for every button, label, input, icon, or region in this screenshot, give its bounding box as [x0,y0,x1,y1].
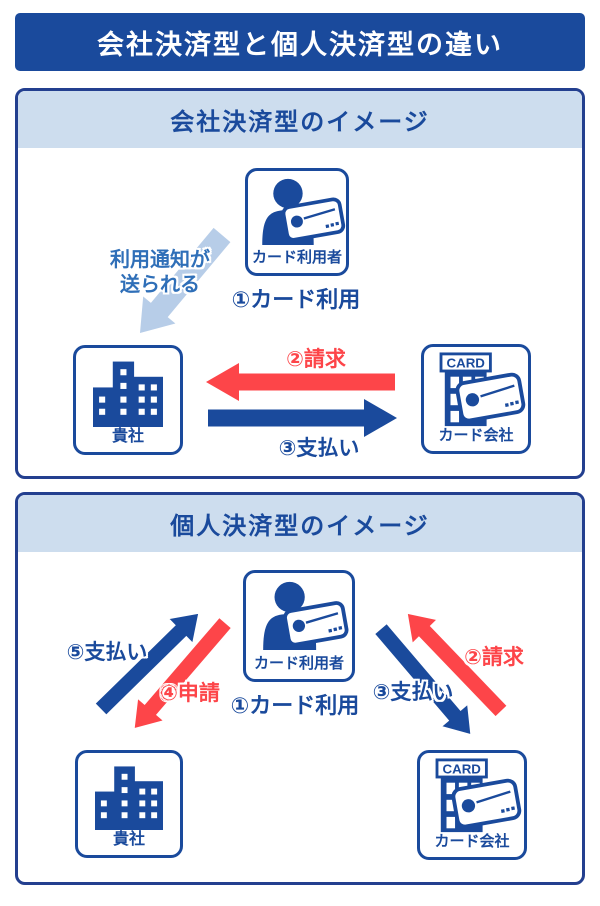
company-building-icon [95,766,163,830]
company-box: 貴社 [73,345,183,455]
card-company-icon: CARD [439,352,526,427]
card-user-icon [263,581,349,650]
apply-arrow [131,613,235,733]
corporate-panel-header: 会社決済型のイメージ [18,91,582,148]
billing-to-user-arrow [404,610,511,721]
personal-panel-header: 個人決済型のイメージ [18,495,582,552]
notify-arrow [140,227,231,333]
card-company-label: カード会社 [438,427,514,444]
corporate-payment-panel: 会社決済型のイメージ カード利用者 ①カード利用 [15,88,585,479]
step-apply: ④申請 [160,682,220,705]
step-billing: ②請求 [286,348,346,371]
company-box: 貴社 [75,750,183,858]
billing-arrow [206,363,395,401]
card-company-box: CARD カード会社 [417,750,527,860]
company-building-icon [93,361,163,427]
card-sign-text: CARD [446,356,485,371]
payment-to-user-arrow [91,610,202,719]
card-company-label: カード会社 [434,833,510,850]
step-billing: ②請求 [464,646,524,669]
card-user-box: カード利用者 [243,570,355,682]
notify-label: 利用通知が 送られる [110,249,210,296]
company-label: 貴社 [112,831,145,848]
card-sign-text: CARD [442,762,481,777]
company-label: 貴社 [111,428,144,445]
step-payment: ③支払い [278,437,360,460]
personal-payment-panel: 個人決済型のイメージ カード利用者 [15,492,585,885]
card-company-box: CARD カード会社 [421,344,531,454]
payment-to-cardco-arrow [371,620,474,739]
page-title: 会社決済型と個人決済型の違い [15,13,585,71]
step-payment-user: ③支払い [372,681,454,704]
step-payment-company: ⑤支払い [66,641,148,664]
card-user-box: カード利用者 [245,168,349,276]
card-user-label: カード利用者 [251,249,342,266]
personal-flow-arrows [91,610,511,739]
step-card-use: ①カード利用 [231,287,361,312]
payment-arrow [208,399,397,437]
step-card-use: ①カード利用 [230,693,360,718]
card-company-icon: CARD [435,758,522,833]
corporate-flow-arrows [140,227,397,437]
card-user-label: カード利用者 [253,655,344,672]
card-user-icon [262,178,346,245]
